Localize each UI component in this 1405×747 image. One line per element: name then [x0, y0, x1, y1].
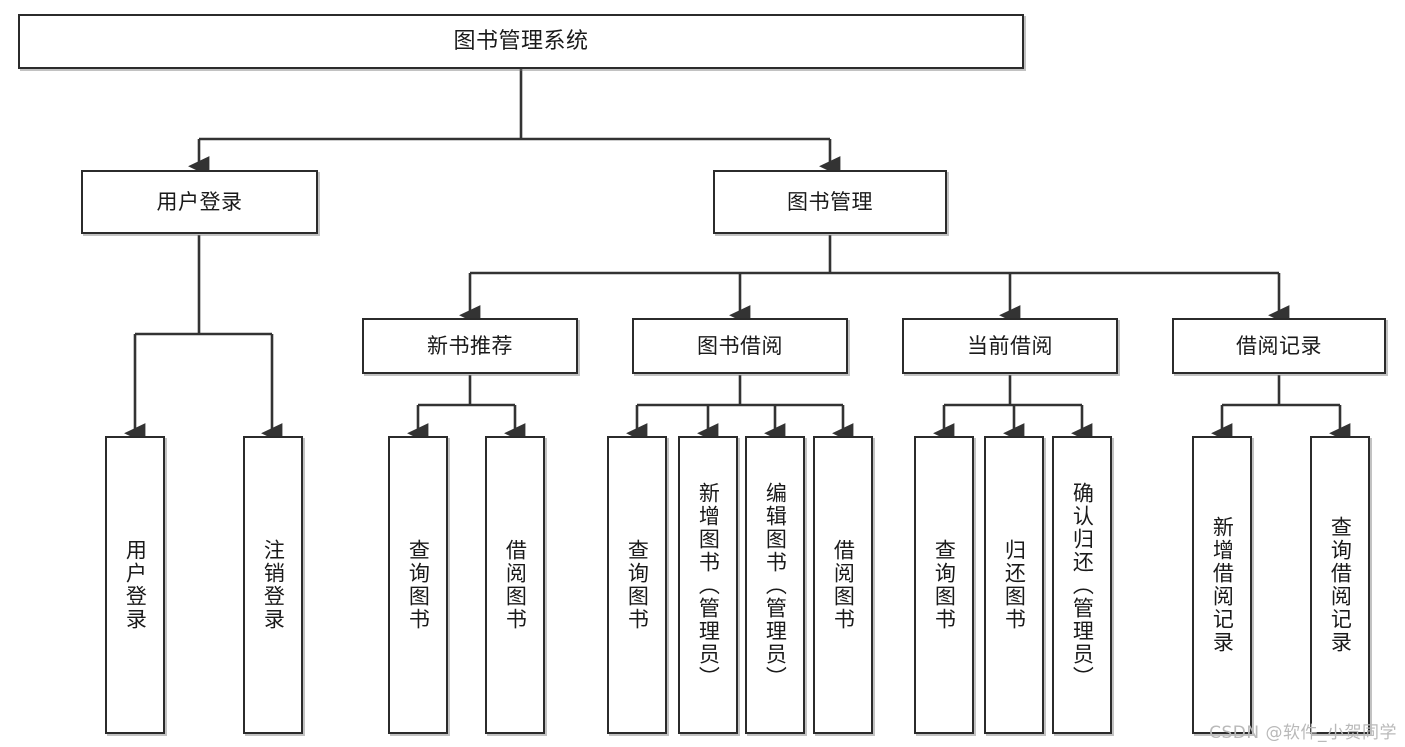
leaf-user-logout[interactable]: 注销登录: [243, 436, 303, 734]
leaf-borrow-book[interactable]: 借阅图书: [813, 436, 873, 734]
node-label: 借阅图书: [831, 539, 856, 631]
node-new-book-recommend[interactable]: 新书推荐: [362, 318, 578, 374]
node-label: 用户登录: [156, 189, 243, 214]
leaf-query-book-recommend[interactable]: 查询图书: [388, 436, 448, 734]
node-label: 图书管理系统: [453, 28, 589, 54]
node-root-book-management-system[interactable]: 图书管理系统: [18, 14, 1024, 69]
leaf-borrow-book-recommend[interactable]: 借阅图书: [485, 436, 545, 734]
leaf-user-login[interactable]: 用户登录: [105, 436, 165, 734]
node-book-borrow[interactable]: 图书借阅: [632, 318, 848, 374]
node-label: 查询借阅记录: [1328, 516, 1353, 654]
leaf-query-borrow-record[interactable]: 查询借阅记录: [1310, 436, 1370, 734]
node-label: 新书推荐: [427, 333, 513, 358]
leaf-query-book-borrow[interactable]: 查询图书: [607, 436, 667, 734]
node-label: 新增图书（管理员）: [696, 481, 721, 689]
leaf-confirm-return-admin[interactable]: 确认归还（管理员）: [1052, 436, 1112, 734]
node-label: 注销登录: [261, 539, 286, 631]
node-label: 图书管理: [787, 189, 873, 214]
node-label: 当前借阅: [967, 333, 1053, 358]
node-user-login[interactable]: 用户登录: [81, 170, 318, 234]
node-label: 查询图书: [406, 539, 431, 631]
node-label: 确认归还（管理员）: [1070, 481, 1095, 689]
leaf-return-book[interactable]: 归还图书: [984, 436, 1044, 734]
node-label: 归还图书: [1002, 539, 1027, 631]
leaf-add-borrow-record[interactable]: 新增借阅记录: [1192, 436, 1252, 734]
node-label: 查询图书: [932, 539, 957, 631]
node-label: 新增借阅记录: [1210, 516, 1235, 654]
node-label: 用户登录: [123, 539, 148, 631]
node-borrow-record[interactable]: 借阅记录: [1172, 318, 1386, 374]
node-book-manage[interactable]: 图书管理: [713, 170, 947, 234]
node-label: 借阅图书: [503, 539, 528, 631]
node-label: 编辑图书（管理员）: [763, 481, 788, 689]
node-current-borrow[interactable]: 当前借阅: [902, 318, 1118, 374]
leaf-add-book-admin[interactable]: 新增图书（管理员）: [678, 436, 738, 734]
node-label: 图书借阅: [697, 333, 783, 358]
leaf-query-book-current[interactable]: 查询图书: [914, 436, 974, 734]
leaf-edit-book-admin[interactable]: 编辑图书（管理员）: [745, 436, 805, 734]
node-label: 借阅记录: [1236, 333, 1322, 358]
node-label: 查询图书: [625, 539, 650, 631]
